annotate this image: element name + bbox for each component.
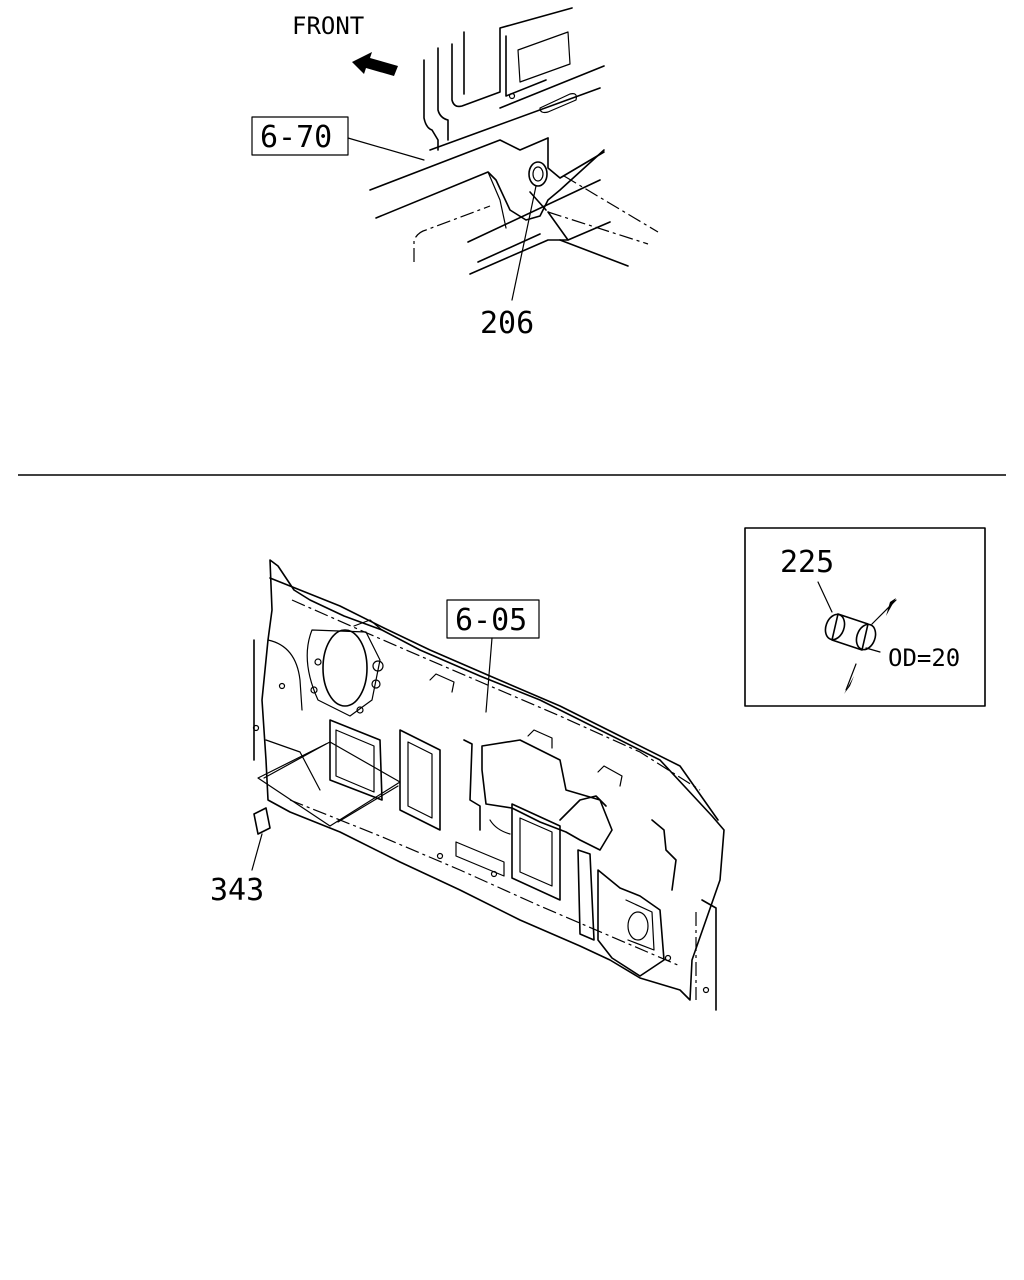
part-label-343: 343 — [210, 873, 264, 908]
cab-pillar-left — [423, 59, 439, 151]
bottom-view: 6-05 — [210, 559, 725, 1011]
ref-box-6-70 — [251, 116, 349, 156]
detail-box: 225 OD=20 — [744, 527, 986, 707]
ref-label-6-70: 6-70 — [260, 120, 332, 155]
pad-343-leader-frame — [257, 741, 401, 827]
grommet-206-icon — [528, 161, 548, 187]
part-label-225: 225 — [780, 545, 834, 580]
front-label: FRONT — [292, 12, 364, 40]
steering-opening — [322, 629, 368, 707]
ref-label-6-05: 6-05 — [455, 603, 527, 638]
detail-frame — [744, 527, 986, 707]
cross-member — [369, 137, 549, 191]
window-panel — [517, 31, 571, 83]
dimension-label: OD=20 — [888, 644, 960, 672]
ref-box-6-05 — [446, 599, 540, 639]
plug-225-icon — [831, 613, 869, 651]
pad-343-icon — [253, 807, 271, 835]
part-label-206: 206 — [480, 306, 534, 341]
front-arrow-icon — [352, 52, 398, 76]
dash-panel-outline — [261, 559, 725, 1001]
top-view: FRONT 6-70 206 — [251, 7, 659, 341]
